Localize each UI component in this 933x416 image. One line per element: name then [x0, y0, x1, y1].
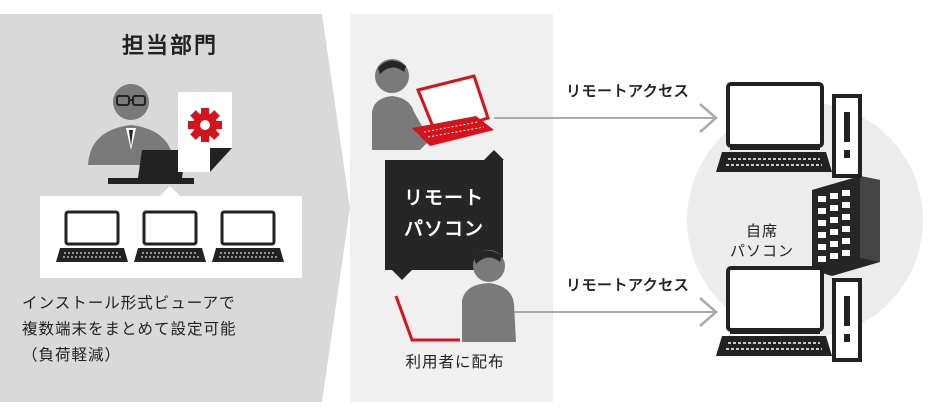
- desktop-pc-bottom-icon: [716, 266, 862, 362]
- remote-pc-label-line: パソコン: [403, 218, 484, 240]
- laptop-icon-2: [134, 210, 206, 262]
- own-pc-label: 自席 パソコン: [712, 221, 812, 261]
- laptop-icon-1: [56, 210, 128, 262]
- department-description: インストール形式ビューアで 複数端末をまとめて設定可能 （負荷軽減）: [22, 290, 322, 368]
- remote-pc-label: リモート パソコン: [385, 183, 503, 245]
- managed-devices-box: [40, 196, 302, 278]
- access-arrow-top: [494, 103, 718, 133]
- access-label-bottom: リモートアクセス: [566, 276, 690, 294]
- description-line: 複数端末をまとめて設定可能: [22, 320, 237, 338]
- laptop-icon-3: [212, 210, 284, 262]
- settings-document-icon: [178, 92, 232, 172]
- desktop-pc-top-icon: [716, 82, 862, 178]
- gear-icon: [188, 108, 222, 142]
- description-line: インストール形式ビューアで: [22, 294, 236, 312]
- access-arrow-bottom: [514, 297, 718, 327]
- description-line: （負荷軽減）: [22, 346, 122, 364]
- access-label-top: リモートアクセス: [566, 82, 690, 100]
- remote-user-top-icon: [372, 59, 494, 150]
- department-title: 担当部門: [121, 34, 218, 59]
- distribution-label: 利用者に配布: [405, 353, 505, 371]
- remote-user-bottom-icon: [394, 250, 516, 342]
- own-pc-label-line: パソコン: [729, 242, 794, 260]
- admin-person-icon: [88, 84, 194, 184]
- own-pc-label-line: 自席: [745, 222, 778, 240]
- remote-pc-label-line: リモート: [403, 187, 484, 209]
- server-icon: [812, 176, 880, 276]
